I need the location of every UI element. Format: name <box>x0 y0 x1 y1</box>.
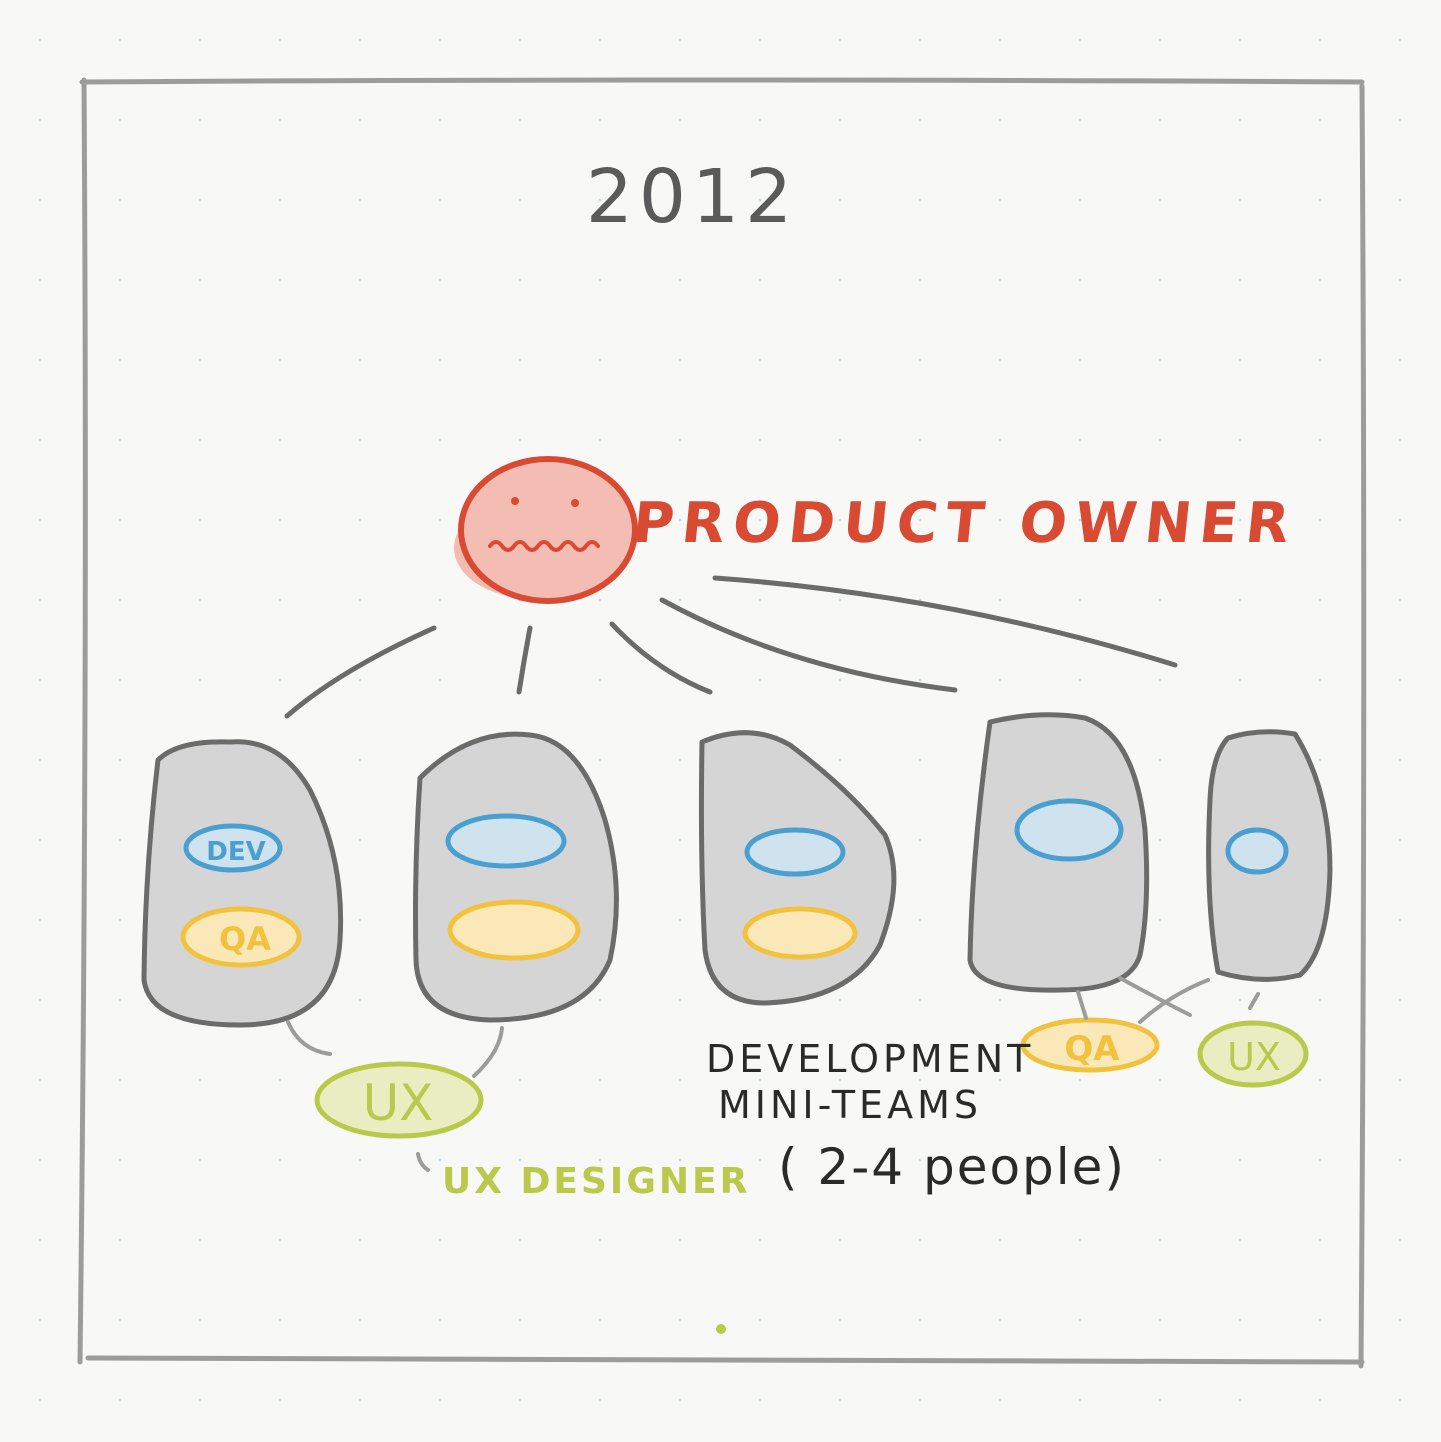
ux-ovals <box>314 1020 1309 1139</box>
line-to-team-3 <box>609 621 713 695</box>
dev-oval-team-2 <box>445 813 567 869</box>
line-to-team-5 <box>712 575 1178 668</box>
team-blob-2 <box>413 731 619 1023</box>
qa-ovals <box>180 899 1160 1073</box>
dev-ovals <box>183 798 1289 877</box>
dev-oval-team-5 <box>1225 827 1289 875</box>
ux-designer-label: UX DESIGNER <box>442 1161 750 1202</box>
product-owner-label: PRODUCT OWNER <box>630 491 1301 556</box>
shared-role-connectors <box>286 976 1260 1172</box>
product-owner <box>454 456 638 604</box>
mini-teams-line-1: DEVELOPMENT <box>706 1037 1034 1081</box>
dev-oval-team-3 <box>744 827 846 877</box>
line-to-team-1 <box>284 625 437 719</box>
worried-face-icon <box>488 497 600 552</box>
owner-connection-lines <box>284 575 1178 719</box>
diagram-title: 2012 <box>586 154 798 240</box>
qa-label: QA <box>219 920 271 958</box>
dev-label: DEV <box>206 837 265 867</box>
product-owner-face <box>458 456 638 604</box>
mini-teams-line-2: MINI-TEAMS <box>718 1083 982 1127</box>
ux-oval-right <box>1197 1020 1309 1088</box>
frame-border <box>77 77 1367 1369</box>
qa-oval-team-3 <box>742 906 858 960</box>
ux-right-label: UX <box>1227 1035 1281 1079</box>
qa-oval-team-1 <box>180 906 302 968</box>
qa-oval-team-2 <box>447 899 581 961</box>
dev-oval-team-4 <box>1014 798 1124 862</box>
dev-oval-team-1 <box>183 823 283 873</box>
ux-oval-left <box>314 1061 484 1139</box>
line-to-team-2 <box>516 625 533 695</box>
page-indicator-dot <box>716 1324 726 1334</box>
qa-oval-shared <box>1020 1017 1160 1073</box>
ux-left-label: UX <box>363 1074 434 1132</box>
line-to-team-4 <box>659 597 958 693</box>
mini-teams-line-3: ( 2-4 people) <box>778 1138 1126 1196</box>
qa-shared-label: QA <box>1064 1029 1120 1069</box>
